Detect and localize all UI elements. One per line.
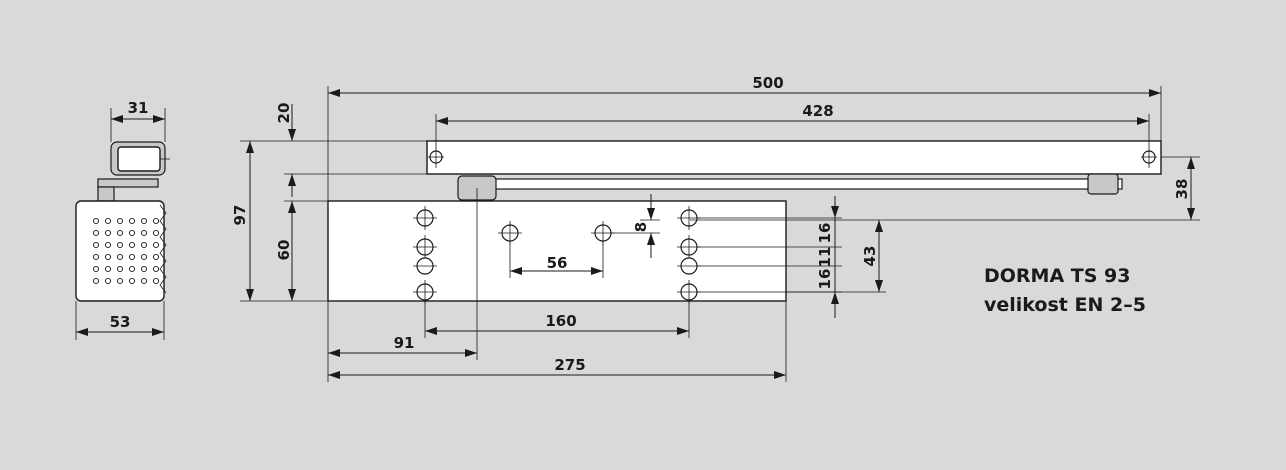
dim-right-height-label: 43 bbox=[861, 246, 879, 267]
dim-total-length-label: 500 bbox=[752, 74, 783, 92]
hole-column-left bbox=[413, 206, 437, 304]
dim-body-length-label: 275 bbox=[554, 356, 585, 374]
ventilation-dot bbox=[140, 229, 148, 237]
ventilation-dot bbox=[128, 229, 136, 237]
side-serrated-edge bbox=[159, 204, 167, 294]
ventilation-dot bbox=[104, 229, 112, 237]
side-view: 31 53 bbox=[75, 99, 170, 340]
ventilation-dot bbox=[92, 229, 100, 237]
ventilation-dot bbox=[152, 277, 160, 285]
dim-arm-offset-right-label: 38 bbox=[1173, 179, 1191, 200]
dim-mid-hole-spacing-label: 56 bbox=[547, 254, 568, 272]
dim-body-height-label: 60 bbox=[275, 240, 293, 261]
dim-hole-gap-mid-label: 11 bbox=[816, 247, 834, 268]
dim-pivot-offset-label: 91 bbox=[394, 334, 415, 352]
product-size: velikost EN 2–5 bbox=[984, 294, 1146, 316]
ventilation-dot bbox=[92, 241, 100, 249]
dim-arm-length-label: 428 bbox=[802, 102, 833, 120]
ventilation-dot bbox=[140, 277, 148, 285]
ventilation-dot bbox=[92, 253, 100, 261]
ventilation-dot bbox=[140, 253, 148, 261]
ventilation-dot bbox=[92, 277, 100, 285]
ventilation-dot bbox=[152, 241, 160, 249]
ventilation-dot bbox=[140, 241, 148, 249]
side-bracket bbox=[97, 178, 159, 188]
dim-total-height-label: 97 bbox=[231, 205, 249, 226]
ventilation-dot bbox=[152, 253, 160, 261]
ventilation-dot bbox=[104, 217, 112, 225]
ventilation-dot bbox=[116, 277, 124, 285]
ventilation-dot bbox=[104, 265, 112, 273]
ventilation-dot bbox=[140, 265, 148, 273]
ventilation-dot bbox=[140, 217, 148, 225]
ventilation-dot bbox=[116, 265, 124, 273]
ventilation-dot bbox=[104, 253, 112, 261]
product-name: DORMA TS 93 bbox=[984, 265, 1130, 287]
ventilation-dot bbox=[116, 217, 124, 225]
ventilation-dot bbox=[92, 265, 100, 273]
arm-lever bbox=[469, 178, 1123, 190]
ventilation-dot bbox=[128, 217, 136, 225]
ventilation-dot bbox=[152, 229, 160, 237]
side-bracket-foot bbox=[97, 186, 115, 202]
dim-hole-gap-bottom-label: 16 bbox=[816, 269, 834, 290]
front-view: 500 428 20 97 60 38 275 91 bbox=[231, 74, 1200, 382]
ventilation-dot bbox=[104, 241, 112, 249]
side-body bbox=[75, 200, 165, 302]
arm-rail bbox=[426, 140, 1162, 175]
dim-mid-hole-offset-label: 8 bbox=[632, 222, 650, 232]
ventilation-dot bbox=[128, 277, 136, 285]
ventilation-dot bbox=[128, 265, 136, 273]
ventilation-dot bbox=[128, 241, 136, 249]
ventilation-dot bbox=[116, 241, 124, 249]
dim-hole-gap-top-label: 16 bbox=[816, 223, 834, 244]
ventilation-dot bbox=[152, 265, 160, 273]
dim-depth-side-label: 53 bbox=[110, 313, 131, 331]
ventilation-dot bbox=[116, 253, 124, 261]
ventilation-dot bbox=[128, 253, 136, 261]
ventilation-dot bbox=[152, 217, 160, 225]
dim-width-side-label: 31 bbox=[128, 99, 149, 117]
closer-body bbox=[327, 200, 787, 302]
side-ventilation-dots bbox=[92, 217, 160, 285]
dim-arm-offset-label: 20 bbox=[275, 103, 293, 124]
ventilation-dot bbox=[92, 217, 100, 225]
dim-hole-spacing-label: 160 bbox=[545, 312, 576, 330]
ventilation-dot bbox=[104, 277, 112, 285]
arm-slider bbox=[1087, 173, 1119, 195]
ventilation-dot bbox=[116, 229, 124, 237]
side-arm-head-inner bbox=[117, 146, 161, 172]
